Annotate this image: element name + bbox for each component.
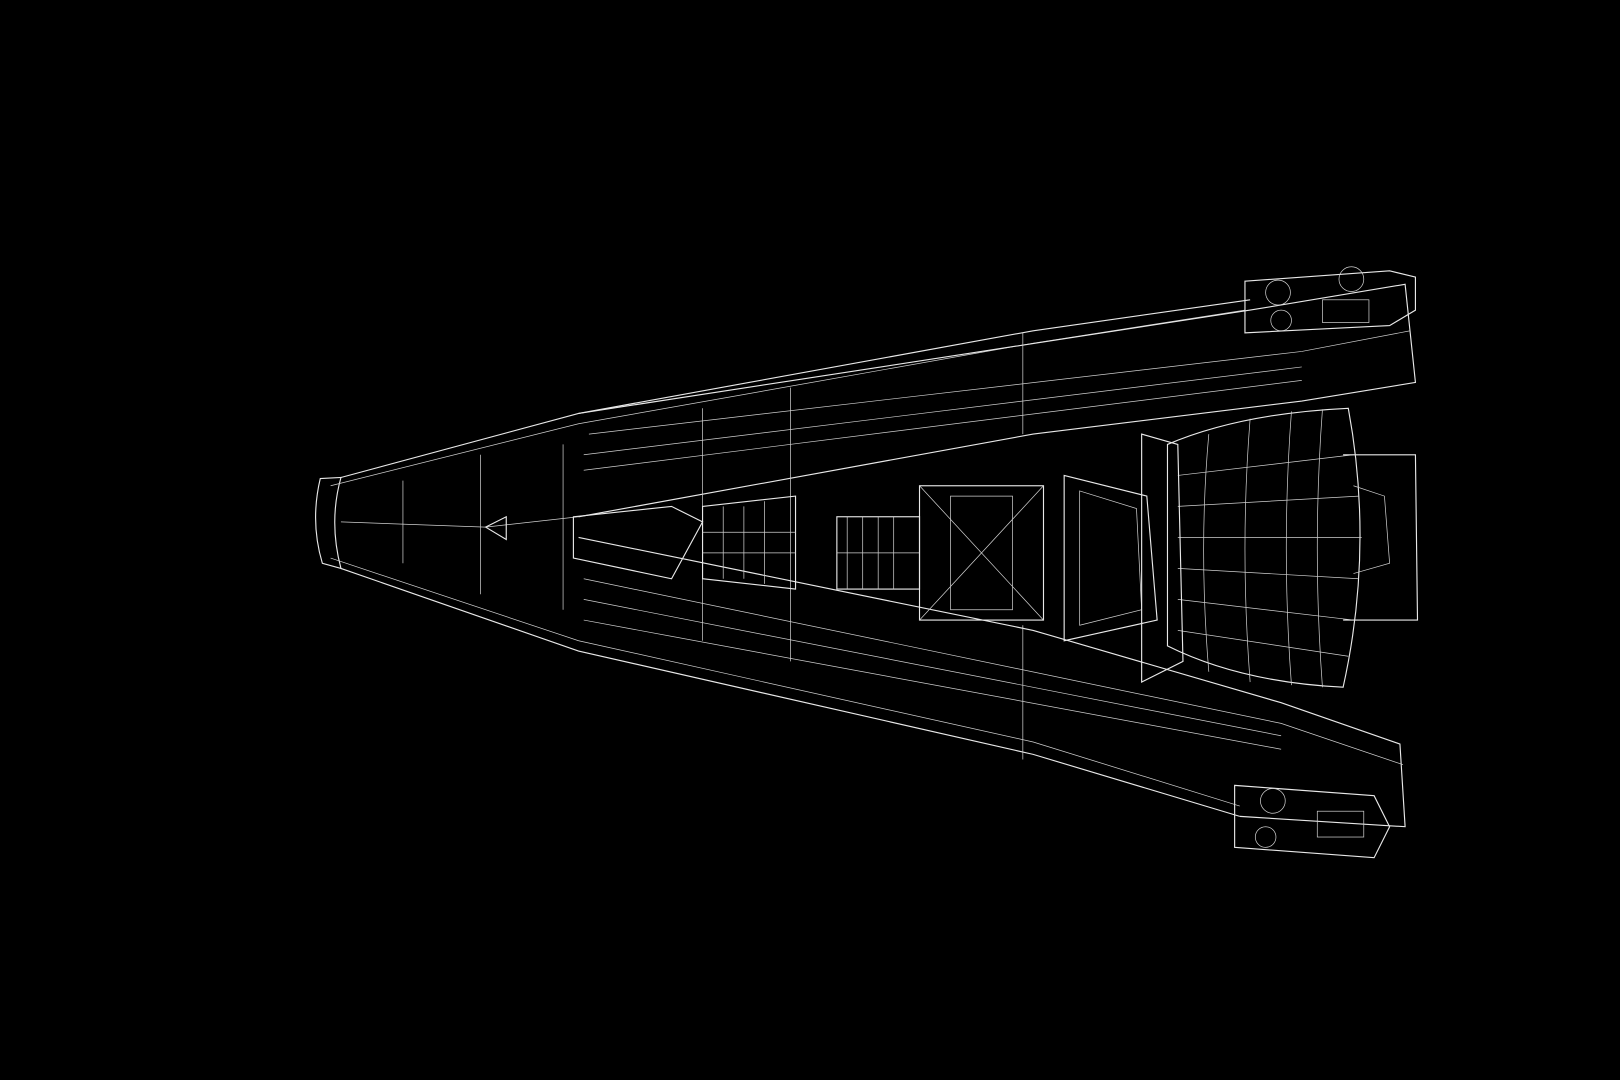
lower-boom [578, 536, 1406, 859]
upper-boom [402, 266, 1417, 760]
core-assembly [484, 474, 1158, 642]
nose-section [315, 299, 1251, 817]
engine-nozzle [1141, 407, 1419, 688]
